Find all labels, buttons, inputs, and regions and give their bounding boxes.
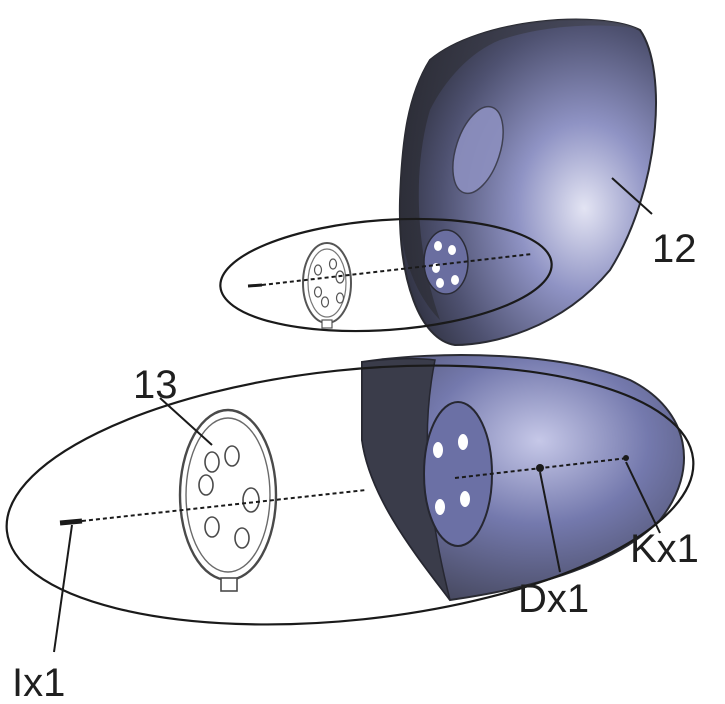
bottom-shell	[361, 354, 685, 602]
leader-d	[539, 471, 561, 573]
screw-i	[59, 518, 83, 526]
bottom-detail-ellipse	[5, 364, 695, 626]
top-small-disc	[302, 242, 352, 329]
part-d-marker	[536, 464, 544, 472]
top-shell-hole	[448, 245, 456, 255]
top-shell-rim	[399, 19, 640, 320]
leader-i	[53, 524, 73, 653]
top-shell-disc-recess	[423, 229, 469, 295]
bottom-shell-disc-recess	[423, 401, 493, 547]
label-i: Ix1	[12, 661, 65, 704]
label-part-13: 13	[133, 363, 178, 407]
bottom-shell-hole	[433, 442, 443, 458]
top-explode-axis	[261, 253, 533, 286]
top-shell-hole	[434, 241, 442, 251]
leader-k	[625, 461, 661, 534]
top-detail-ellipse	[219, 217, 553, 333]
top-shell-part-12	[398, 18, 657, 347]
top-screw-stub	[247, 283, 263, 288]
label-k: Kx1	[630, 527, 699, 571]
top-shell-hole	[436, 278, 444, 288]
part-k-marker	[623, 455, 629, 461]
leader-13	[159, 397, 213, 446]
bottom-shell-hole	[435, 499, 445, 515]
label-d: Dx1	[518, 577, 589, 621]
bottom-shell-hole	[458, 434, 468, 450]
top-shell-hole	[451, 275, 459, 285]
bottom-explode-axis-left	[81, 489, 367, 522]
disc-part-13	[178, 408, 278, 592]
label-part-12: 12	[652, 227, 697, 271]
top-shell-inner-dome	[452, 105, 504, 195]
bottom-shell-hole	[460, 491, 470, 507]
leader-12	[611, 177, 653, 215]
